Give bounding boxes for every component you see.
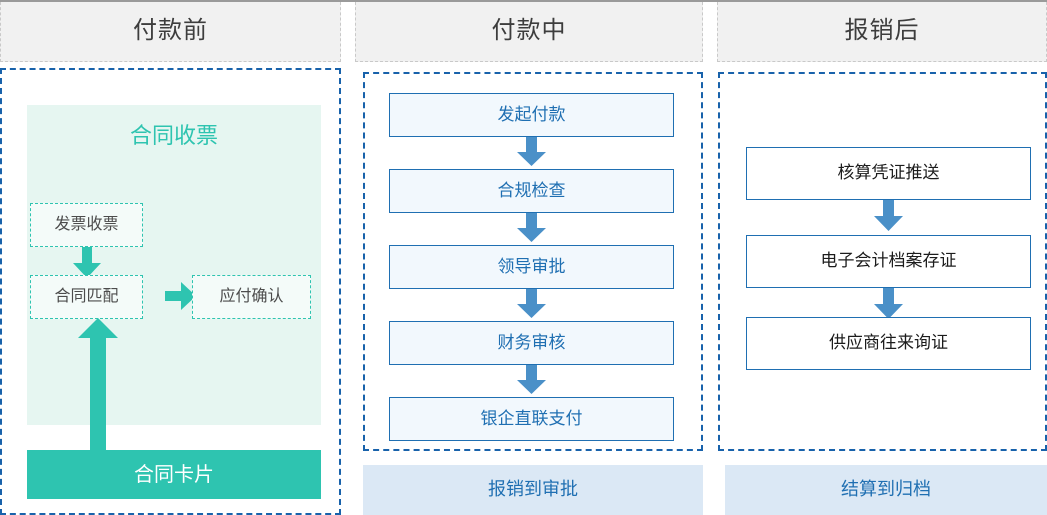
node-payable-confirmation[interactable]: 应付确认 <box>192 275 311 319</box>
contract-invoice-group-title: 合同收票 <box>129 122 218 148</box>
node-label: 发起付款 <box>497 104 566 124</box>
stage-header-label: 付款前 <box>133 17 208 45</box>
arrow-down-icon-step-4 <box>516 365 547 395</box>
footer-label-after-reimbursement: 结算到归档 <box>725 465 1047 515</box>
node-label: 电子会计档案存证 <box>820 251 957 271</box>
node-label: 银企直联支付 <box>480 408 583 428</box>
node-voucher-push[interactable]: 核算凭证推送 <box>746 147 1031 200</box>
stage-header-label: 付款中 <box>491 17 567 45</box>
node-contract-card[interactable]: 合同卡片 <box>27 450 321 499</box>
node-leader-approval[interactable]: 领导审批 <box>389 245 674 289</box>
panel-during-payment: 发起付款 合规检查 领导审批 财务审核 <box>363 72 703 451</box>
footer-label-text: 报销到审批 <box>488 479 578 500</box>
panel-before-payment: 合同收票 发票收票 合同匹配 应付确认 <box>0 68 341 515</box>
stage-header-during-payment: 付款中 <box>355 2 703 62</box>
arrow-down-icon-step-1 <box>516 137 547 167</box>
node-supplier-confirmation[interactable]: 供应商往来询证 <box>746 317 1031 370</box>
node-electronic-archive[interactable]: 电子会计档案存证 <box>746 235 1031 288</box>
stage-header-label: 报销后 <box>844 17 920 45</box>
node-label: 合同卡片 <box>134 463 214 486</box>
footer-label-during-payment: 报销到审批 <box>363 465 703 515</box>
stage-header-after-reimbursement: 报销后 <box>717 2 1047 62</box>
arrow-down-icon-after-step-1 <box>873 200 904 232</box>
node-finance-review[interactable]: 财务审核 <box>389 321 674 365</box>
node-bank-direct-payment[interactable]: 银企直联支付 <box>389 397 674 441</box>
top-divider-rule <box>0 0 1047 2</box>
footer-label-text: 结算到归档 <box>841 479 931 500</box>
stage-header-before-payment: 付款前 <box>0 2 341 62</box>
node-invoice-receipt[interactable]: 发票收票 <box>30 203 143 247</box>
node-label: 领导审批 <box>497 256 566 276</box>
node-label: 供应商往来询证 <box>829 333 948 353</box>
node-compliance-check[interactable]: 合规检查 <box>389 169 674 213</box>
arrow-down-icon-step-2 <box>516 213 547 243</box>
arrow-down-icon-step-3 <box>516 289 547 319</box>
contract-invoice-group: 合同收票 <box>27 105 321 425</box>
node-label: 合同匹配 <box>54 288 119 306</box>
node-label: 发票收票 <box>54 216 119 234</box>
node-initiate-payment[interactable]: 发起付款 <box>389 93 674 137</box>
arrow-down-icon-after-step-2 <box>873 288 904 320</box>
node-label: 核算凭证推送 <box>837 163 940 183</box>
node-contract-match[interactable]: 合同匹配 <box>30 275 143 319</box>
node-label: 应付确认 <box>219 288 284 306</box>
node-label: 财务审核 <box>497 332 566 352</box>
node-label: 合规检查 <box>497 180 566 200</box>
panel-after-reimbursement: 核算凭证推送 电子会计档案存证 供应商往来询证 <box>718 72 1047 451</box>
